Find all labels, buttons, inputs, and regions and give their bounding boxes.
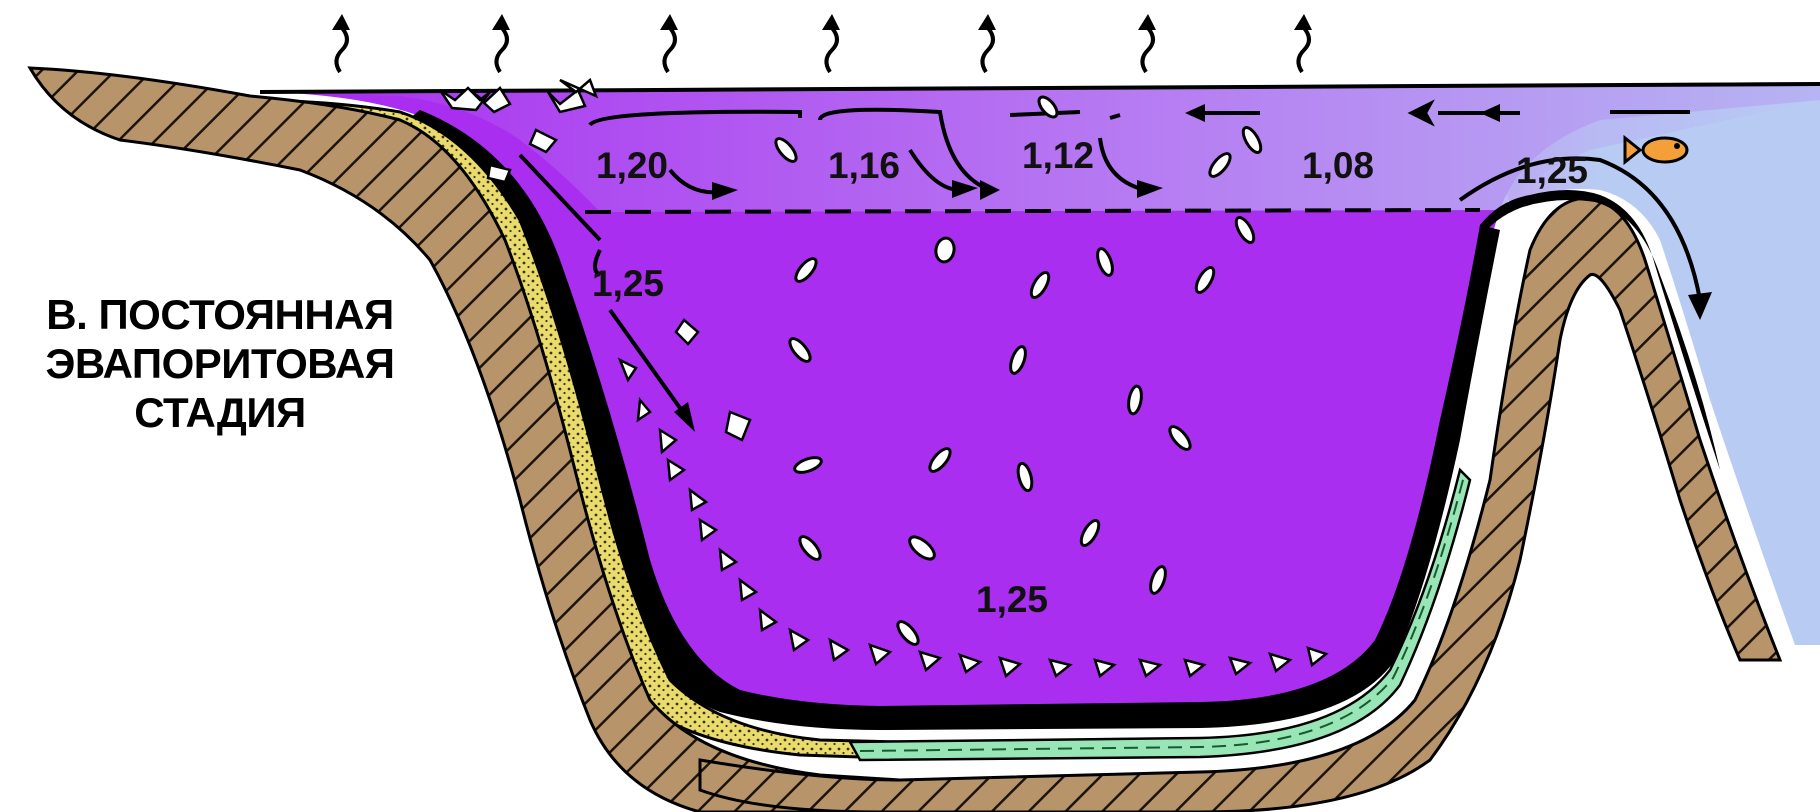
evaporation-arrow-icon [660, 14, 678, 72]
evaporation-arrow-icon [492, 14, 510, 72]
density-label-surface-4: 1,08 [1302, 145, 1374, 186]
stage-title: В. ПОСТОЯННАЯ ЭВАПОРИТОВАЯ СТАДИЯ [0, 290, 440, 437]
density-label-surface-2: 1,16 [828, 145, 900, 186]
stage-title-line-1: В. ПОСТОЯННАЯ [0, 290, 440, 339]
density-label-slope: 1,25 [592, 263, 664, 304]
evaporation-arrow-icon [1294, 14, 1312, 72]
evaporation-arrow-icon [978, 14, 996, 72]
evaporation-arrow-icon [822, 14, 840, 72]
density-label-sill: 1,25 [1516, 150, 1588, 191]
evaporation-arrow-icon [1138, 14, 1156, 72]
density-label-surface-3: 1,12 [1022, 135, 1094, 176]
stage-title-line-3: СТАДИЯ [0, 388, 440, 437]
pycnocline-dashed-line [585, 210, 1480, 212]
evaporation-arrows [332, 14, 1312, 72]
stage-title-line-2: ЭВАПОРИТОВАЯ [0, 339, 440, 388]
evaporation-arrow-icon [332, 14, 350, 72]
density-label-surface-1: 1,20 [596, 145, 668, 186]
density-label-bottom: 1,25 [976, 579, 1048, 620]
